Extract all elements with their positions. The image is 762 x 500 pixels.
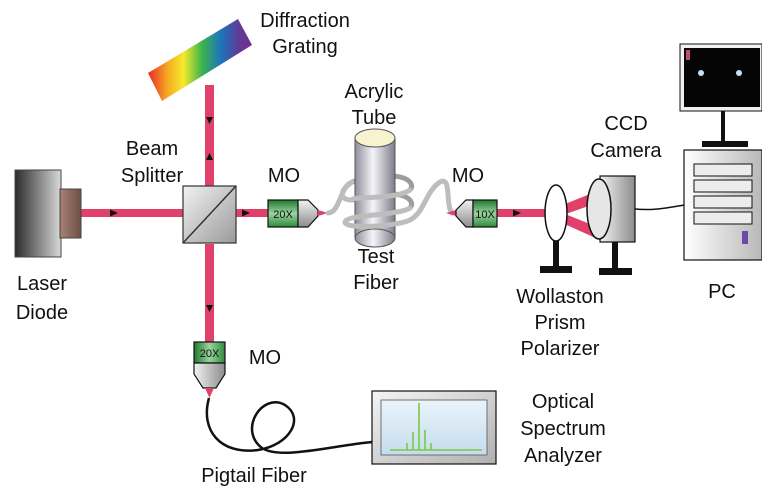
camera-lens bbox=[586, 178, 612, 240]
pc-screen-spot-left bbox=[698, 70, 704, 76]
pc-screen-spot-right bbox=[736, 70, 742, 76]
arrow-right-icon bbox=[110, 209, 118, 217]
microscope-objective-top: 20X MO bbox=[267, 165, 328, 228]
diffraction-grating: Diffraction Grating bbox=[148, 10, 350, 101]
mo-top-label: MO bbox=[268, 165, 300, 187]
test-fiber-label-line1: Test bbox=[358, 246, 395, 268]
mo-bottom-magnification: 20X bbox=[200, 348, 220, 360]
wollaston-label-line3: Polarizer bbox=[521, 338, 600, 360]
wollaston-base bbox=[540, 266, 572, 273]
pc-monitor-neck bbox=[721, 111, 725, 141]
osa-label-line1: Optical bbox=[532, 391, 594, 413]
mo-right-focus bbox=[446, 210, 456, 216]
beam-laser-to-splitter bbox=[80, 209, 184, 217]
pc-monitor-stand bbox=[702, 141, 748, 147]
osa-screen bbox=[380, 399, 488, 456]
osa-label-line3: Analyzer bbox=[524, 445, 602, 467]
wollaston-label-line2: Prism bbox=[534, 312, 585, 334]
pigtail-fiber bbox=[205, 397, 373, 454]
pc: PC bbox=[679, 43, 762, 303]
tube-label-line2: Tube bbox=[352, 107, 397, 129]
laser-label-line2: Diode bbox=[16, 302, 68, 324]
pc-drive-bay-4 bbox=[693, 211, 753, 225]
pc-drive-bay-2 bbox=[693, 179, 753, 193]
grating-plate bbox=[148, 19, 252, 101]
pc-monitor-screen bbox=[684, 48, 760, 107]
beam-wollaston-to-camera-lower bbox=[560, 212, 600, 240]
grating-label-line2: Grating bbox=[272, 36, 338, 58]
test-fiber-label-line2: Fiber bbox=[353, 272, 399, 294]
mo-right-magnification: 10X bbox=[475, 209, 495, 221]
pc-power-indicator bbox=[742, 231, 748, 244]
grating-label-line1: Diffraction bbox=[260, 10, 350, 32]
camera-pc-cable bbox=[634, 204, 686, 211]
arrow-up-icon bbox=[206, 153, 213, 160]
wollaston-prism: Wollaston Prism Polarizer bbox=[516, 184, 604, 360]
beam-splitter-to-grating bbox=[205, 85, 214, 186]
microscope-objective-bottom: 20X MO bbox=[193, 341, 281, 398]
ccd-camera: CCD Camera bbox=[586, 113, 662, 275]
arrow-down-icon bbox=[206, 117, 213, 124]
mo-right-green-body bbox=[472, 199, 498, 228]
pc-screen-colorbar bbox=[686, 50, 690, 60]
pigtail-label: Pigtail Fiber bbox=[201, 465, 307, 487]
wollaston-lens bbox=[544, 184, 568, 242]
wollaston-post bbox=[553, 241, 559, 268]
arrow-right-icon bbox=[513, 209, 521, 217]
acrylic-tube-bottom bbox=[354, 228, 396, 248]
camera-label-line1: CCD bbox=[604, 113, 647, 135]
splitter-label-line2: Splitter bbox=[121, 165, 184, 187]
test-fiber-front bbox=[325, 178, 455, 229]
laser-tip bbox=[59, 188, 82, 239]
microscope-objective-right: 10X MO bbox=[446, 165, 498, 228]
pc-label: PC bbox=[708, 281, 736, 303]
arrow-right-icon bbox=[242, 209, 250, 217]
mo-top-magnification: 20X bbox=[273, 209, 293, 221]
laser-diode: Laser Diode bbox=[14, 169, 82, 324]
mo-top-green-body bbox=[267, 199, 299, 228]
beam-splitter-to-mo-bottom bbox=[205, 244, 214, 342]
camera-label-line2: Camera bbox=[590, 140, 662, 162]
mo-bottom-focus bbox=[205, 388, 214, 398]
tube-label-line1: Acrylic bbox=[345, 81, 404, 103]
mo-right-label: MO bbox=[452, 165, 484, 187]
mo-top-gray-cone bbox=[297, 199, 319, 228]
splitter-label-line1: Beam bbox=[126, 138, 178, 160]
laser-label-line1: Laser bbox=[17, 273, 67, 295]
mo-top-focus bbox=[318, 210, 328, 216]
osa-spectrum-trace bbox=[390, 403, 482, 451]
beam-splitter-to-mo bbox=[236, 209, 268, 217]
beam-arrows bbox=[110, 117, 521, 312]
splitter-diagonal bbox=[182, 185, 237, 244]
optical-spectrum-analyzer: Optical Spectrum Analyzer bbox=[371, 390, 606, 467]
mo-right-gray-cone bbox=[455, 199, 474, 228]
wollaston-label-line1: Wollaston bbox=[516, 286, 603, 308]
test-fiber-assembly: Acrylic Tube Test Fiber bbox=[325, 81, 455, 294]
beam-splitter: Beam Splitter bbox=[121, 138, 237, 244]
pc-drive-bay-1 bbox=[693, 163, 753, 177]
arrow-down-icon bbox=[206, 305, 213, 312]
camera-post bbox=[612, 242, 618, 269]
laser-body bbox=[14, 169, 62, 258]
osa-label-line2: Spectrum bbox=[520, 418, 606, 440]
mo-bottom-label: MO bbox=[249, 347, 281, 369]
mo-bottom-gray-cone bbox=[193, 362, 226, 389]
pc-drive-bay-3 bbox=[693, 195, 753, 209]
acrylic-tube-top bbox=[354, 128, 396, 148]
camera-base bbox=[599, 268, 632, 275]
